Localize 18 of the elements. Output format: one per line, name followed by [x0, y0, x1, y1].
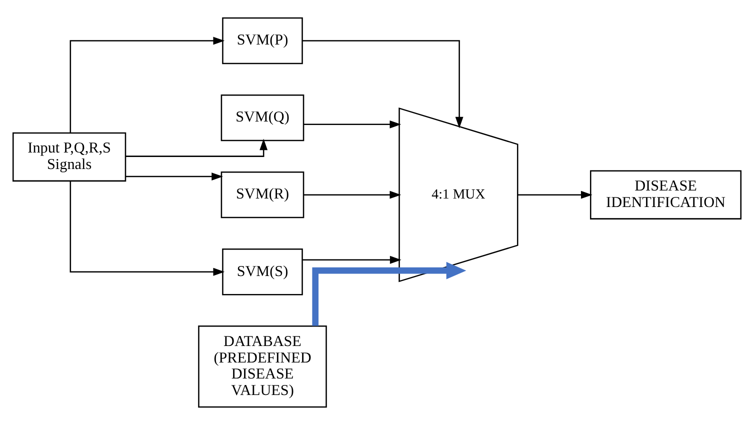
node-box: DATABASE (PREDEFINED DISEASE VALUES) [198, 325, 327, 408]
arrow [304, 120, 402, 128]
node-box: 4:1 MUX [398, 106, 518, 282]
node-box: SVM(S) [222, 248, 303, 295]
arrow [304, 190, 402, 198]
arrow [126, 138, 268, 156]
arrow [312, 261, 466, 326]
node-box: SVM(R) [220, 170, 304, 218]
node-box: DISEASE IDENTIFICATION [590, 170, 742, 219]
node-box: SVM(Q) [220, 94, 304, 141]
node-box: Input P,Q,R,S Signals [12, 132, 126, 182]
node-box: SVM(P) [222, 16, 303, 64]
arrow [70, 36, 225, 132]
arrow [126, 172, 223, 180]
arrow [70, 180, 225, 276]
arrow [302, 40, 464, 128]
arrow [302, 255, 402, 264]
arrow [518, 190, 592, 198]
